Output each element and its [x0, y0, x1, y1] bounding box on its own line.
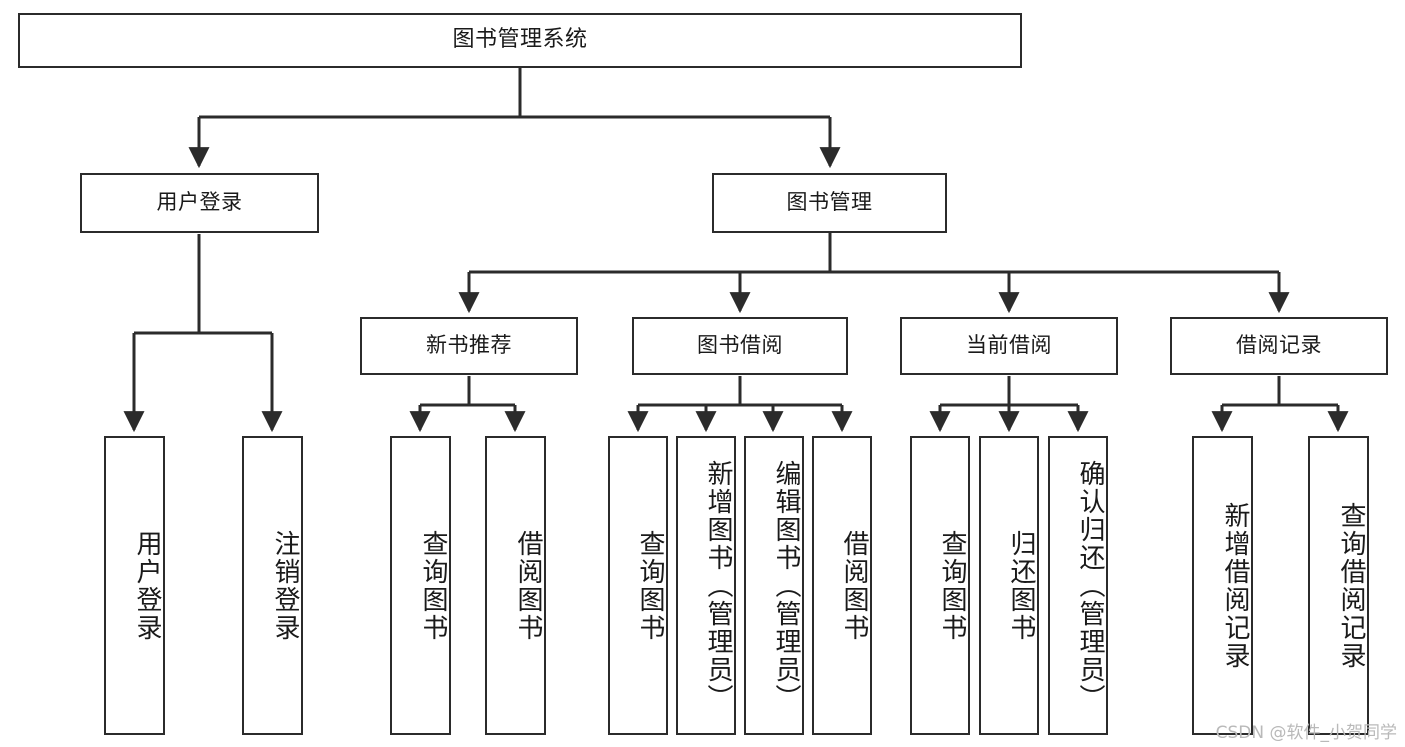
leaf-query-book-borrow[interactable]: 查询图书	[608, 436, 668, 735]
leaf-borrow-book-recommend[interactable]: 借阅图书	[485, 436, 546, 735]
node-label: 新书推荐	[426, 333, 512, 358]
node-borrow-record[interactable]: 借阅记录	[1170, 317, 1388, 375]
leaf-borrow-book-borrow[interactable]: 借阅图书	[812, 436, 872, 735]
node-label: 借阅图书	[513, 529, 543, 642]
node-user-login[interactable]: 用户登录	[80, 173, 319, 233]
node-current-borrow[interactable]: 当前借阅	[900, 317, 1118, 375]
node-label: 图书借阅	[697, 333, 783, 358]
node-label: 图书管理系统	[452, 27, 588, 53]
node-label: 借阅记录	[1236, 333, 1322, 358]
node-label: 查询图书	[635, 529, 665, 642]
leaf-return-book[interactable]: 归还图书	[979, 436, 1039, 735]
node-book-management[interactable]: 图书管理	[712, 173, 947, 233]
node-label: 图书管理	[786, 190, 873, 215]
leaf-user-login[interactable]: 用户登录	[104, 436, 165, 735]
leaf-add-borrow-record[interactable]: 新增借阅记录	[1192, 436, 1253, 735]
node-label: 用户登录	[132, 529, 162, 642]
leaf-query-borrow-record[interactable]: 查询借阅记录	[1308, 436, 1369, 735]
node-label: 借阅图书	[839, 529, 869, 642]
node-label: 查询借阅记录	[1336, 501, 1366, 670]
leaf-query-book-current[interactable]: 查询图书	[910, 436, 970, 735]
node-label: 注销登录	[270, 529, 300, 642]
node-new-book-recommend[interactable]: 新书推荐	[360, 317, 578, 375]
leaf-edit-book-admin[interactable]: 编辑图书（管理员）	[744, 436, 804, 735]
node-book-borrow[interactable]: 图书借阅	[632, 317, 848, 375]
leaf-query-book-recommend[interactable]: 查询图书	[390, 436, 451, 735]
node-label: 归还图书	[1006, 529, 1036, 642]
node-root-system[interactable]: 图书管理系统	[18, 13, 1022, 68]
node-label: 查询图书	[937, 529, 967, 642]
node-label: 当前借阅	[966, 333, 1052, 358]
node-label: 用户登录	[156, 190, 243, 215]
node-label: 新增图书（管理员）	[703, 459, 733, 712]
node-label: 查询图书	[418, 529, 448, 642]
node-label: 新增借阅记录	[1220, 501, 1250, 670]
leaf-confirm-return-admin[interactable]: 确认归还（管理员）	[1048, 436, 1108, 735]
node-label: 确认归还（管理员）	[1075, 459, 1105, 712]
node-label: 编辑图书（管理员）	[771, 459, 801, 712]
watermark-credit: CSDN @软件_小贺同学	[1215, 723, 1397, 743]
leaf-user-logout[interactable]: 注销登录	[242, 436, 303, 735]
leaf-add-book-admin[interactable]: 新增图书（管理员）	[676, 436, 736, 735]
